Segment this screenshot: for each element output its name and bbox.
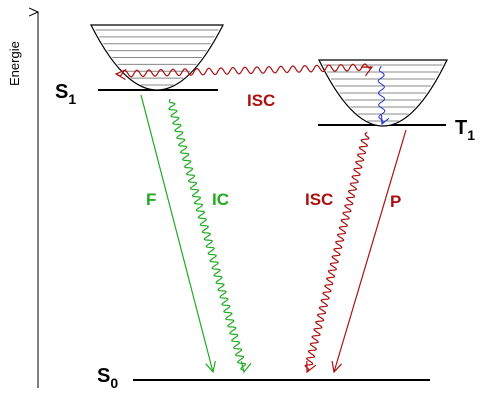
t1-label: T1 xyxy=(455,117,475,143)
isc-t1-s0-wavy-arrow xyxy=(304,131,370,372)
fluorescence-label: F xyxy=(146,190,156,209)
internal-conversion-label: IC xyxy=(212,190,229,209)
isc-top-label: ISC xyxy=(247,91,275,110)
isc-down-label: ISC xyxy=(305,190,333,209)
isc-s1-t1-wavy-arrow xyxy=(116,63,372,77)
vibrational-relaxation-wavy-arrow xyxy=(377,65,385,124)
phosphorescence-label: P xyxy=(390,192,401,211)
t1-potential-well xyxy=(318,59,448,127)
s1-label: S1 xyxy=(55,81,76,107)
s1-potential-well xyxy=(90,24,224,91)
fluorescence-arrow xyxy=(140,94,213,372)
internal-conversion-wavy-arrow xyxy=(168,98,246,372)
phosphorescence-arrow xyxy=(334,129,407,372)
s0-label: S0 xyxy=(97,365,118,391)
energy-axis-label: Energie xyxy=(7,41,22,86)
